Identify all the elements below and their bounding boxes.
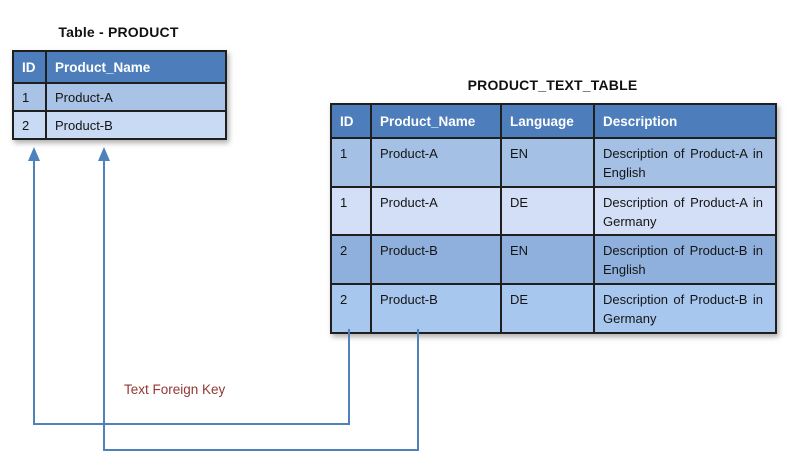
table-row: 2 Product-B EN Description of Product-B … xyxy=(330,234,777,286)
product-header-product-name: Product_Name xyxy=(45,50,227,84)
fk-connector-id-arrowhead-icon xyxy=(28,147,40,161)
product-text-table-title: PRODUCT_TEXT_TABLE xyxy=(467,77,638,93)
text-cell-name: Product-B xyxy=(370,234,502,286)
text-cell-id: 1 xyxy=(330,185,372,237)
text-cell-id: 2 xyxy=(330,283,372,334)
text-cell-id: 1 xyxy=(330,137,372,188)
product-text-table: ID Product_Name Language Description 1 P… xyxy=(330,103,777,334)
table-row: 1 Product-A xyxy=(12,82,227,112)
text-cell-description: Description of Product-B in English xyxy=(593,234,777,286)
text-header-language: Language xyxy=(500,103,595,139)
product-table-title: Table - PRODUCT xyxy=(58,24,179,40)
product-cell-id: 1 xyxy=(12,82,47,112)
text-header-description: Description xyxy=(593,103,777,139)
product-table: ID Product_Name 1 Product-A 2 Product-B xyxy=(12,50,227,140)
text-cell-description: Description of Product-A in English xyxy=(593,137,777,188)
product-cell-name: Product-A xyxy=(45,82,227,112)
text-cell-description: Description of Product-A in Germany xyxy=(593,185,777,237)
text-cell-name: Product-B xyxy=(370,283,502,334)
table-row: 1 Product-A DE Description of Product-A … xyxy=(330,185,777,237)
text-cell-id: 2 xyxy=(330,234,372,286)
text-cell-description: Description of Product-B in Germany xyxy=(593,283,777,334)
product-cell-name: Product-B xyxy=(45,110,227,140)
table-row: 1 Product-A EN Description of Product-A … xyxy=(330,137,777,188)
text-header-id: ID xyxy=(330,103,372,139)
text-header-product-name: Product_Name xyxy=(370,103,502,139)
foreign-key-label: Text Foreign Key xyxy=(124,382,226,397)
product-cell-id: 2 xyxy=(12,110,47,140)
table-row: 2 Product-B DE Description of Product-B … xyxy=(330,283,777,334)
text-cell-name: Product-A xyxy=(370,137,502,188)
product-header-id: ID xyxy=(12,50,47,84)
fk-connector-name-arrowhead-icon xyxy=(98,147,110,161)
text-cell-language: EN xyxy=(500,234,595,286)
text-cell-language: EN xyxy=(500,137,595,188)
text-cell-language: DE xyxy=(500,283,595,334)
text-cell-language: DE xyxy=(500,185,595,237)
table-row: 2 Product-B xyxy=(12,110,227,140)
text-cell-name: Product-A xyxy=(370,185,502,237)
product-text-table-header-row: ID Product_Name Language Description xyxy=(330,103,777,139)
product-table-header-row: ID Product_Name xyxy=(12,50,227,84)
